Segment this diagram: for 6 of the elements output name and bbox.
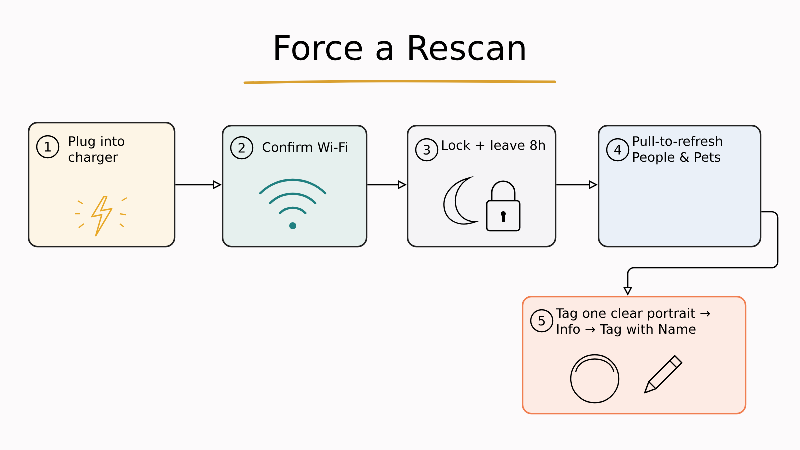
step-number: 3 (415, 138, 439, 162)
step-number: 4 (606, 138, 630, 162)
step-number: 2 (230, 136, 254, 160)
step-number: 5 (530, 309, 554, 333)
step-number: 1 (36, 135, 60, 159)
title: Force a Rescan (276, 35, 525, 61)
